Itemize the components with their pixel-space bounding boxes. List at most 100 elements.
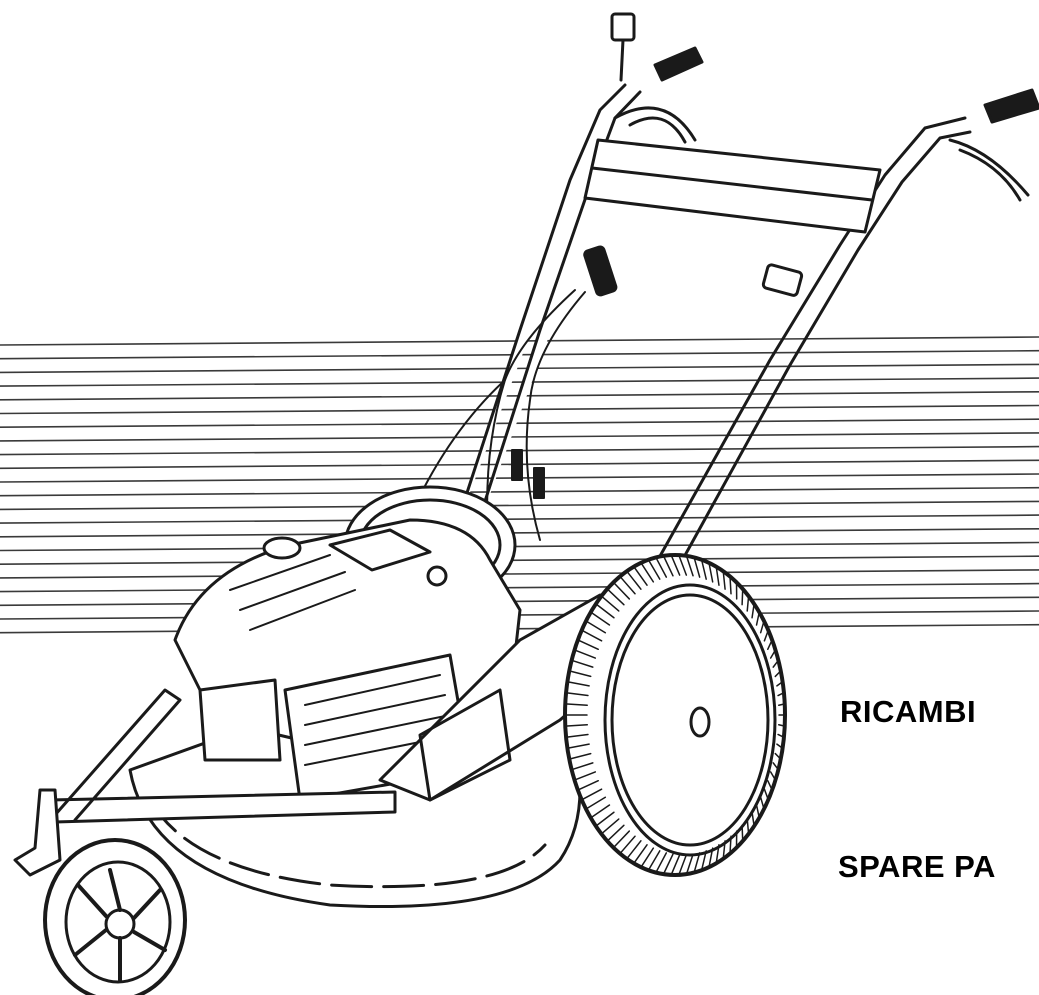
tread-mark: [647, 559, 661, 580]
tread-mark: [678, 554, 688, 576]
stripe-line: [0, 432, 1039, 442]
tread-mark: [640, 562, 655, 583]
tread-mark: [746, 818, 750, 835]
tread-mark: [774, 752, 782, 760]
right-grip: [983, 88, 1039, 124]
tread-mark: [566, 743, 590, 750]
tread-mark: [778, 703, 786, 706]
throttle-key: [610, 12, 636, 82]
tread-mark: [772, 762, 780, 771]
tread-mark: [589, 611, 611, 626]
tread-mark: [606, 824, 625, 842]
stripe-line: [0, 363, 1039, 374]
tread-mark: [767, 779, 773, 791]
left-grip: [653, 46, 704, 82]
tread-mark: [708, 847, 714, 868]
tread-mark: [722, 840, 726, 860]
tread-mark: [595, 603, 615, 619]
tread-mark: [570, 762, 594, 771]
tread-mark: [769, 649, 777, 659]
caption-spare-parts: SPARE PA: [838, 849, 996, 884]
tread-mark: [774, 670, 782, 678]
stripe-line: [0, 582, 1039, 593]
tread-mark: [685, 853, 694, 875]
tread-mark: [565, 733, 589, 739]
tread-mark: [678, 854, 688, 876]
tread-mark: [729, 835, 732, 855]
tread-mark: [670, 554, 681, 576]
tread-mark: [589, 804, 611, 819]
tread-mark: [619, 835, 636, 855]
tread-mark: [755, 611, 761, 626]
tread-mark: [670, 854, 681, 876]
tread-mark: [564, 724, 588, 727]
tread-mark: [612, 830, 631, 849]
tread-mark: [722, 570, 726, 590]
stripe-line: [0, 555, 1039, 565]
stripe-line: [0, 500, 1039, 511]
tread-mark: [570, 659, 594, 668]
tread-mark: [568, 752, 592, 760]
tread-mark: [655, 852, 668, 874]
tread-mark: [573, 649, 597, 659]
tread-mark: [585, 620, 607, 634]
tread-mark: [700, 559, 707, 580]
tread-mark: [693, 852, 701, 874]
tread-mark: [600, 818, 620, 835]
tread-mark: [606, 588, 625, 606]
front-wheel: [43, 838, 187, 995]
right-brake-lever: [948, 138, 1030, 202]
caption-ricambi: RICAMBI: [840, 694, 977, 729]
tread-mark: [565, 691, 589, 697]
tread-mark: [585, 796, 607, 810]
tread-mark: [741, 824, 744, 842]
tread-mark: [708, 562, 714, 583]
tread-mark: [577, 639, 599, 651]
tread-mark: [647, 850, 661, 871]
stripe-line: [0, 528, 1039, 538]
tread-mark: [662, 555, 674, 577]
stripe-line: [0, 418, 1039, 428]
tread-mark: [600, 595, 620, 612]
stripe-line: [0, 486, 1039, 497]
tread-mark: [633, 844, 648, 865]
stripe-line: [0, 623, 1039, 634]
tread-mark: [612, 581, 631, 600]
switch-block: [583, 245, 618, 297]
tread-mark: [685, 555, 694, 577]
tread-mark: [619, 575, 636, 595]
tread-mark: [700, 850, 707, 871]
tread-mark: [566, 680, 590, 687]
stripe-line: [0, 377, 1039, 387]
tread-mark: [772, 659, 780, 668]
tread-mark: [755, 804, 761, 819]
tread-mark: [777, 733, 785, 739]
tread-mark: [776, 680, 784, 687]
tread-mark: [564, 703, 588, 706]
tread-mark: [777, 691, 785, 697]
tread-mark: [759, 796, 765, 810]
left-brake-lever: [613, 106, 697, 144]
tread-mark: [729, 575, 732, 595]
tread-mark: [573, 771, 597, 781]
tread-mark: [715, 844, 720, 865]
rear-right-wheel: [563, 553, 787, 877]
tread-mark: [580, 629, 603, 642]
tread-mark: [746, 595, 750, 612]
tread-mark: [741, 588, 744, 606]
tread-mark: [769, 771, 777, 781]
tread-mark: [776, 743, 784, 750]
cable-clip: [761, 263, 804, 297]
tread-mark: [767, 639, 773, 651]
stripe-line: [0, 596, 1039, 607]
tread-mark: [763, 629, 770, 642]
stripe-line: [0, 514, 1039, 524]
tread-mark: [640, 847, 655, 868]
tread-mark: [626, 840, 642, 860]
tread-mark: [759, 620, 765, 634]
tread-mark: [568, 670, 592, 678]
tread-mark: [595, 811, 615, 827]
